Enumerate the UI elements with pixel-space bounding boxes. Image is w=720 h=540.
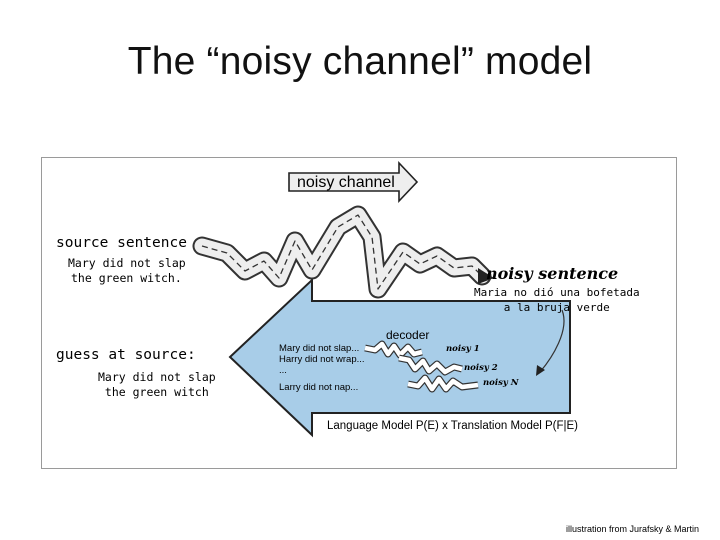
noisy-channel-zigzag xyxy=(192,205,494,299)
noisy-sentence-line: Maria no dió una bofetada xyxy=(474,286,640,299)
guess-text: Mary did not slap the green witch xyxy=(98,370,216,400)
noisy-channel-figure: noisy channel source sentence Mary did n… xyxy=(41,157,677,469)
candidate-list: Mary did not slap... Harry did not wrap.… xyxy=(279,343,365,393)
guess-heading: guess at source: xyxy=(56,347,196,363)
candidate-item: Harry did not wrap... xyxy=(279,354,365,365)
illustration-credit: illustration from Jurafsky & Martin xyxy=(566,524,700,534)
candidate-item: Mary did not slap... xyxy=(279,343,360,354)
noisy-sentence-text: Maria no dió una bofetada a la bruja ver… xyxy=(474,285,640,315)
source-sentence-heading: source sentence xyxy=(56,235,187,251)
slide-title: The “noisy channel” model xyxy=(127,40,593,83)
noisy-tag-n: noisy N xyxy=(483,378,519,388)
diagram-graphics xyxy=(192,160,571,438)
noisy-tag-1: noisy 1 xyxy=(446,344,480,354)
noisy-sentence-heading: noisy sentence xyxy=(486,264,619,283)
noisy-tag-2: noisy 2 xyxy=(464,363,498,373)
guess-line: Mary did not slap xyxy=(98,370,216,384)
source-line: the green witch. xyxy=(71,271,182,285)
candidate-item: ... xyxy=(279,365,287,376)
candidate-item: Larry did not nap... xyxy=(279,382,359,393)
noisy-channel-label: noisy channel xyxy=(297,174,395,191)
source-line: Mary did not slap xyxy=(68,256,186,270)
source-sentence-text: Mary did not slap the green witch. xyxy=(68,256,186,286)
model-formula: Language Model P(E) x Translation Model … xyxy=(327,420,578,432)
decoder-label: decoder xyxy=(386,328,430,342)
decoder-zigzags xyxy=(364,340,479,393)
noisy-sentence-pointer xyxy=(539,309,565,373)
noisy-channel-arrow xyxy=(288,160,419,204)
guess-line: the green witch xyxy=(104,385,209,399)
noisy-sentence-line: a la bruja verde xyxy=(503,301,610,314)
